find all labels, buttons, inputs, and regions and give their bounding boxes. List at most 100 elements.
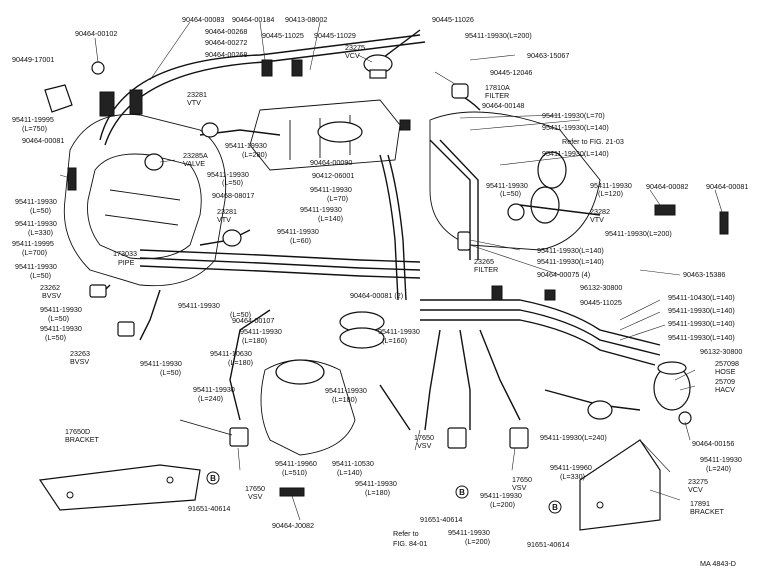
- label-90464-00081-left: 90464-00081: [22, 136, 64, 145]
- label-vsv-middle: VSV: [417, 441, 432, 450]
- hose-clamp-90449: [44, 84, 73, 113]
- bolt-marker-2: B: [455, 485, 469, 499]
- label-23275-lower: 23275: [688, 477, 708, 486]
- label-l160: (L=160): [382, 336, 407, 345]
- label-95411-19930-l180-c: 95411-19930: [325, 386, 367, 395]
- label-l200-c: (L=200): [490, 500, 515, 509]
- label-95411-19930-l50-g: 95411-19930: [40, 324, 82, 333]
- label-90445-11025-top: 90445-11025: [262, 31, 304, 40]
- label-vsv-left: VSV: [248, 492, 263, 501]
- label-90463-15386: 90463-15386: [683, 270, 725, 279]
- bolt-marker-letter: B: [552, 503, 558, 512]
- label-90464-00081-right: 90464-00081: [706, 182, 748, 191]
- label-90464-00268: 90464-00268: [205, 27, 247, 36]
- label-95411-19960-l330: 95411-19960: [550, 463, 592, 472]
- label-95411-10430-l140: 95411-10430(L=140): [668, 293, 735, 302]
- bvsv-upper: [89, 284, 107, 298]
- label-95411-19930-l50-b: 95411-19930: [486, 181, 528, 190]
- label-l280: (L=280): [242, 150, 267, 159]
- label-23281-middle: 23281: [217, 207, 237, 216]
- label-91651-40614-left: 91651-40614: [188, 504, 230, 513]
- hose-clips: [67, 59, 729, 497]
- label-96132-30800-b: 96132-30800: [700, 347, 742, 356]
- label-vcv-top: VCV: [345, 51, 360, 60]
- label-l140-i: (L=140): [337, 468, 362, 477]
- label-95411-19930-l70-b: 95411-19930: [310, 185, 352, 194]
- label-95411-19930-l330: 95411-19930: [15, 219, 57, 228]
- label-90468-08017: 90468-08017: [212, 191, 254, 200]
- label-hose: HOSE: [715, 367, 736, 376]
- label-90412-06001: 90412-06001: [312, 171, 354, 180]
- label-23282: 23282: [590, 207, 610, 216]
- label-23262: 23262: [40, 283, 60, 292]
- label-l180-c: (L=180): [332, 395, 357, 404]
- label-95411-19930-l50-h: 95411-19930: [140, 359, 182, 368]
- label-95411-19930-l140-f: 95411-19930(L=140): [668, 306, 735, 315]
- label-17650-left: 17650: [245, 484, 265, 493]
- label-l120: (L=120): [598, 189, 623, 198]
- label-90464-00082: 90464-00082: [646, 182, 688, 191]
- label-95411-19930-l180-a: 95411-19930: [240, 327, 282, 336]
- label-l50-a: (L=50): [222, 178, 243, 187]
- bracket-17650d: [38, 464, 201, 511]
- engine-block-left: [63, 114, 227, 287]
- part-labels: 90464-00083 90464-00184 90413-08002 9044…: [12, 15, 748, 568]
- label-90445-12046: 90445-12046: [490, 68, 532, 77]
- label-l50-d: (L=50): [30, 271, 51, 280]
- label-95411-19930-l180-d: 95411-19930: [355, 479, 397, 488]
- bracket-17891: [579, 439, 661, 531]
- label-l510: (L=510): [282, 468, 307, 477]
- label-pipe: PIPE: [118, 258, 135, 267]
- label-l330-b: (L=330): [560, 472, 585, 481]
- label-l50-g: (L=50): [45, 333, 66, 342]
- label-257098: 257098: [715, 359, 739, 368]
- label-l50-f: (L=50): [48, 314, 69, 323]
- label-95411-19930-l140-d: 95411-19930(L=140): [537, 246, 604, 255]
- label-l240-a: (L=240): [198, 394, 223, 403]
- label-95411-19930-l140-a: 95411-19930(L=140): [542, 123, 609, 132]
- label-95411-19930-l240-a: 95411-19930: [193, 385, 235, 394]
- label-95411-19930-l200-top: 95411-19930(L=200): [465, 31, 532, 40]
- label-23275-top: 23275: [345, 43, 365, 52]
- label-95411-10530: 95411-10530: [332, 459, 374, 468]
- label-95411-19930-l200-c: 95411-19930: [480, 491, 522, 500]
- label-90464-00184: 90464-00184: [232, 15, 274, 24]
- label-ma-4843-d: MA 4843-D: [700, 559, 736, 568]
- label-95411-19930-l140-b: 95411-19930(L=140): [542, 149, 609, 158]
- label-bvsv-upper: BVSV: [42, 291, 61, 300]
- bolt-marker-3: B: [548, 500, 562, 514]
- vtv-valve-middle: [222, 229, 242, 247]
- label-95411-19995-l700: 95411-19995: [12, 239, 54, 248]
- label-l140-c: (L=140): [318, 214, 343, 223]
- label-l240-c: (L=240): [706, 464, 731, 473]
- label-l180-b: (L=180): [228, 358, 253, 367]
- label-l50-c: (L=50): [30, 206, 51, 215]
- label-95411-19930-l280: 95411-19930: [225, 141, 267, 150]
- label-91651-40614-middle: 91651-40614: [420, 515, 462, 524]
- label-l330: (L=330): [28, 228, 53, 237]
- label-17650d: 17650D: [65, 427, 90, 436]
- label-90464-00268-b: 90464-00268: [205, 50, 247, 59]
- label-17650-middle: 17650: [414, 433, 434, 442]
- vtv-valve-right: [507, 203, 525, 221]
- label-95411-19930-l200-b: 95411-19930(L=200): [605, 229, 672, 238]
- label-90464-j0082: 90464-J0082: [272, 521, 314, 530]
- label-23281-upper: 23281: [187, 90, 207, 99]
- label-l180-d: (L=180): [365, 488, 390, 497]
- label-refer-to: Refer to: [393, 529, 419, 538]
- label-95411-19930-l240-c: 95411-19930: [700, 455, 742, 464]
- label-l50-e: (L=50): [230, 310, 251, 319]
- label-95411-19930-l50-c: 95411-19930: [15, 197, 57, 206]
- filter-17810a: [451, 83, 469, 99]
- vtv-valve-upper: [201, 122, 219, 138]
- vsv-left: [179, 419, 249, 447]
- label-173033: 173033: [113, 249, 137, 258]
- label-bracket-left: BRACKET: [65, 435, 100, 444]
- throttle-body-lower: [260, 311, 385, 456]
- label-90413-08002: 90413-08002: [285, 15, 327, 24]
- label-95411-19930-l140-c: 95411-19930: [300, 205, 342, 214]
- label-90464-00102: 90464-00102: [75, 29, 117, 38]
- label-95411-19930-l50-a: 95411-19930: [207, 170, 249, 179]
- label-90464-00272: 90464-00272: [205, 38, 247, 47]
- label-fig-84-01: FIG. 84-01: [393, 539, 427, 548]
